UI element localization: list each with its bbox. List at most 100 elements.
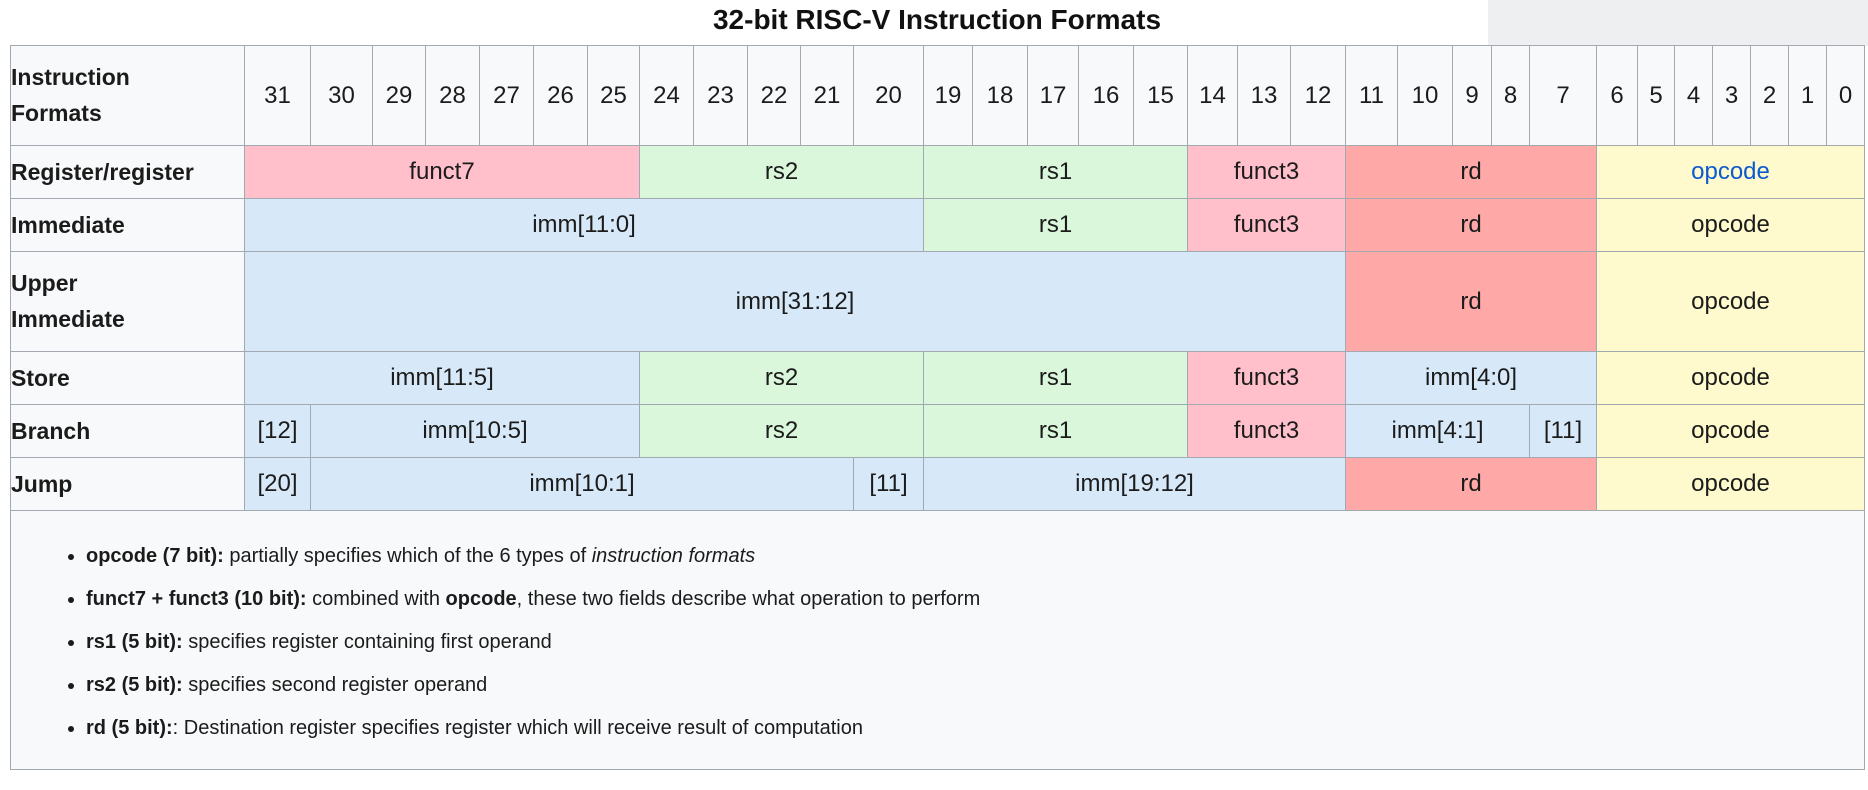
field-label: rd xyxy=(1460,287,1482,315)
field-label: rs2 xyxy=(764,158,799,185)
field-cell: imm[10:1] xyxy=(310,457,854,511)
table-title: 32-bit RISC-V Instruction Formats xyxy=(712,4,1162,35)
field-cell: opcode xyxy=(1596,198,1865,252)
field-cell: [11] xyxy=(1529,404,1597,458)
bit-header-cell-9: 9 xyxy=(1452,45,1492,146)
field-label: [12] xyxy=(257,417,298,444)
row-label: Upper Immediate xyxy=(10,251,245,352)
field-cell: imm[4:0] xyxy=(1345,351,1597,405)
opcode-link[interactable]: opcode xyxy=(1691,158,1770,185)
bit-header-cell-24: 24 xyxy=(639,45,694,146)
field-cell: rd xyxy=(1345,457,1597,511)
field-cell: opcode xyxy=(1596,145,1865,199)
field-label: opcode xyxy=(1691,364,1770,391)
notes-list: opcode (7 bit): partially specifies whic… xyxy=(12,541,1864,743)
field-label: rs2 xyxy=(764,364,799,391)
bit-header-cell-15: 15 xyxy=(1133,45,1188,146)
field-label: imm[10:1] xyxy=(529,470,635,497)
field-label: rs1 xyxy=(1038,364,1073,391)
field-cell: rd xyxy=(1345,145,1597,199)
bit-header-cell-21: 21 xyxy=(800,45,854,146)
field-cell: rs1 xyxy=(923,404,1188,458)
field-cell: rs2 xyxy=(639,145,924,199)
bit-header-cell-10: 10 xyxy=(1397,45,1453,146)
field-label: [11] xyxy=(1543,417,1583,444)
bit-header-cell-1: 1 xyxy=(1788,45,1827,146)
bit-header-cell-30: 30 xyxy=(310,45,373,146)
bit-header-cell-2: 2 xyxy=(1750,45,1789,146)
field-label: funct3 xyxy=(1233,211,1300,238)
field-label: imm[11:0] xyxy=(532,211,636,238)
field-cell: opcode xyxy=(1596,404,1865,458)
bit-header-cell-14: 14 xyxy=(1187,45,1238,146)
field-label: funct7 xyxy=(409,158,475,185)
field-label: imm[31:12] xyxy=(735,287,855,315)
page-corner-background xyxy=(1488,0,1868,46)
field-label: opcode xyxy=(1691,417,1770,444)
field-cell: funct3 xyxy=(1187,145,1346,199)
field-cell: funct3 xyxy=(1187,351,1346,405)
field-cell: opcode xyxy=(1596,457,1865,511)
note-item: funct7 + funct3 (10 bit): combined with … xyxy=(86,584,1864,614)
bit-header-cell-6: 6 xyxy=(1596,45,1638,146)
corner-header-label: Instruction Formats xyxy=(11,63,130,126)
field-label: rs2 xyxy=(764,417,799,444)
note-item: rs2 (5 bit): specifies second register o… xyxy=(86,670,1864,700)
bit-header-cell-22: 22 xyxy=(747,45,801,146)
field-cell: imm[10:5] xyxy=(310,404,640,458)
note-item: opcode (7 bit): partially specifies whic… xyxy=(86,541,1864,571)
field-cell: imm[11:5] xyxy=(244,351,640,405)
bit-header-cell-16: 16 xyxy=(1078,45,1134,146)
field-cell: opcode xyxy=(1596,351,1865,405)
field-label: opcode xyxy=(1691,470,1770,497)
bit-header-cell-18: 18 xyxy=(972,45,1028,146)
bit-header-cell-26: 26 xyxy=(533,45,588,146)
field-label: rd xyxy=(1460,158,1482,185)
field-cell: rs1 xyxy=(923,198,1188,252)
bit-header-cell-28: 28 xyxy=(425,45,480,146)
corner-header-cell: Instruction Formats xyxy=(10,45,245,146)
bit-header-cell-27: 27 xyxy=(479,45,534,146)
bit-header-cell-20: 20 xyxy=(853,45,924,146)
row-label: Register/register xyxy=(10,145,245,199)
notes-cell: opcode (7 bit): partially specifies whic… xyxy=(10,510,1865,770)
field-label: imm[4:1] xyxy=(1391,417,1484,444)
field-label: rs1 xyxy=(1038,158,1073,185)
field-cell: imm[4:1] xyxy=(1345,404,1530,458)
field-cell: rd xyxy=(1345,251,1597,352)
field-cell: funct7 xyxy=(244,145,640,199)
field-cell: imm[11:0] xyxy=(244,198,924,252)
bit-header-cell-5: 5 xyxy=(1637,45,1675,146)
field-cell: rs1 xyxy=(923,145,1188,199)
field-cell: imm[31:12] xyxy=(244,251,1346,352)
field-cell: funct3 xyxy=(1187,404,1346,458)
field-cell: funct3 xyxy=(1187,198,1346,252)
field-label: funct3 xyxy=(1233,364,1300,391)
field-cell: rd xyxy=(1345,198,1597,252)
bit-header-cell-29: 29 xyxy=(372,45,426,146)
bit-header-cell-4: 4 xyxy=(1674,45,1713,146)
note-item: rd (5 bit):: Destination register specif… xyxy=(86,713,1864,743)
field-label: [20] xyxy=(257,470,298,497)
row-label: Immediate xyxy=(10,198,245,252)
bit-header-cell-11: 11 xyxy=(1345,45,1398,146)
field-label: rs1 xyxy=(1038,211,1073,238)
field-label: imm[19:12] xyxy=(1075,470,1194,497)
field-cell: rs1 xyxy=(923,351,1188,405)
field-cell: rs2 xyxy=(639,404,924,458)
row-label: Jump xyxy=(10,457,245,511)
bit-header-cell-12: 12 xyxy=(1290,45,1346,146)
field-label: funct3 xyxy=(1233,158,1300,185)
bit-header-cell-17: 17 xyxy=(1027,45,1079,146)
bit-header-cell-8: 8 xyxy=(1491,45,1530,146)
field-cell: [20] xyxy=(244,457,311,511)
field-label: funct3 xyxy=(1233,417,1300,444)
field-cell: rs2 xyxy=(639,351,924,405)
field-label: rd xyxy=(1460,470,1482,497)
